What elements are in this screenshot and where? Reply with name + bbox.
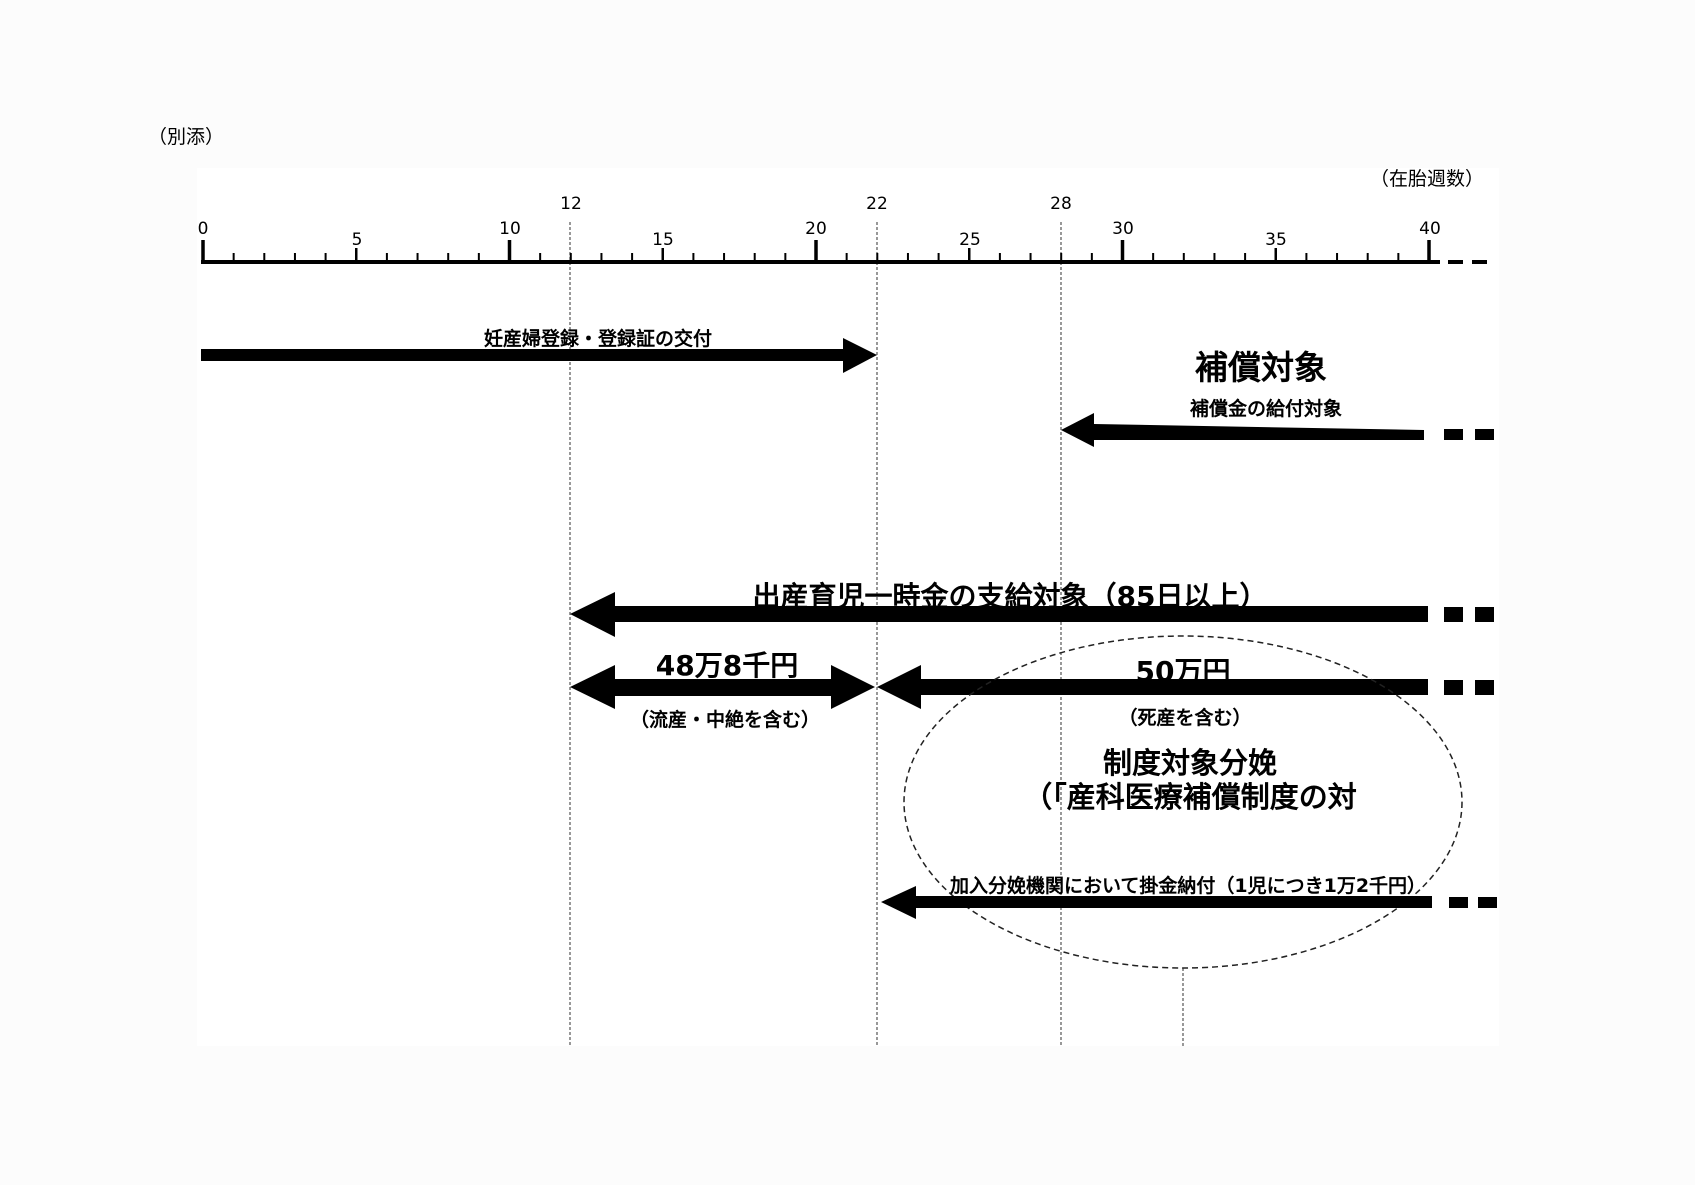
premium-arrow: 加入分娩機関において掛金納付（1児につき1万2千円）: [881, 874, 1497, 919]
attachment-label: （別添）: [148, 126, 224, 148]
tick-label-0: 0: [198, 219, 209, 239]
tick-label-12: 12: [560, 194, 582, 214]
tick-label-10: 10: [499, 219, 521, 239]
amount-a-label: 48万8千円: [656, 649, 798, 682]
amount-b-note: （死産を含む）: [1118, 706, 1251, 729]
compensation-title: 補償対象: [1195, 348, 1327, 387]
ellipse-label-line1: 制度対象分娩: [1103, 746, 1277, 780]
tick-label-20: 20: [805, 219, 827, 239]
lump-sum-arrow: 出産育児一時金の支給対象（85日以上）: [570, 580, 1494, 637]
registration-arrow-shaft: [201, 349, 846, 361]
amount-b-arrow: [877, 665, 1428, 709]
tick-label-40: 40: [1419, 219, 1441, 239]
axis-unit-label: （在胎週数）: [1370, 168, 1484, 190]
eligible-delivery-ellipse: [903, 635, 1463, 969]
tick-label-35: 35: [1265, 230, 1287, 250]
week-axis: 0 5 10 15 20 25 30 35 40 12 22 28: [198, 194, 1487, 264]
registration-arrow-head: [843, 338, 877, 373]
compensation-arrow: [1061, 413, 1424, 447]
compensation-dash-2: [1475, 429, 1494, 440]
amount-arrows: 48万8千円 （流産・中絶を含む） 50万円 （死産を含む）: [570, 649, 1494, 731]
premium-label: 加入分娩機関において掛金納付（1児につき1万2千円）: [949, 874, 1426, 897]
amount-b-dash-2: [1475, 680, 1494, 695]
registration-arrow: 妊産婦登録・登録証の交付: [201, 327, 877, 373]
amount-a-arrow: [570, 665, 875, 709]
lump-sum-label: 出産育児一時金の支給対象（85日以上）: [753, 580, 1268, 613]
tick-label-28: 28: [1050, 194, 1072, 214]
tick-label-5: 5: [352, 230, 363, 250]
amount-b-dash-1: [1444, 680, 1463, 695]
tick-label-15: 15: [652, 230, 674, 250]
premium-dash-2: [1478, 897, 1497, 908]
lump-sum-arrow-shape: [570, 592, 1428, 637]
compensation-dash-1: [1444, 429, 1463, 440]
compensation-block: 補償対象 補償金の給付対象: [1061, 348, 1494, 447]
premium-dash-1: [1449, 897, 1468, 908]
amount-b-label: 50万円: [1136, 655, 1231, 688]
amount-a-note: （流産・中絶を含む）: [630, 708, 820, 731]
compensation-label: 補償金の給付対象: [1189, 397, 1342, 420]
registration-label: 妊産婦登録・登録証の交付: [484, 327, 712, 350]
tick-label-22: 22: [866, 194, 888, 214]
tick-label-25: 25: [959, 230, 981, 250]
lump-sum-dash-1: [1444, 607, 1463, 622]
ellipse-label-line2: （「産科医療補償制度の対: [1023, 780, 1357, 814]
lump-sum-dash-2: [1475, 607, 1494, 622]
premium-arrow-shape: [881, 886, 1432, 919]
tick-label-30: 30: [1112, 219, 1134, 239]
